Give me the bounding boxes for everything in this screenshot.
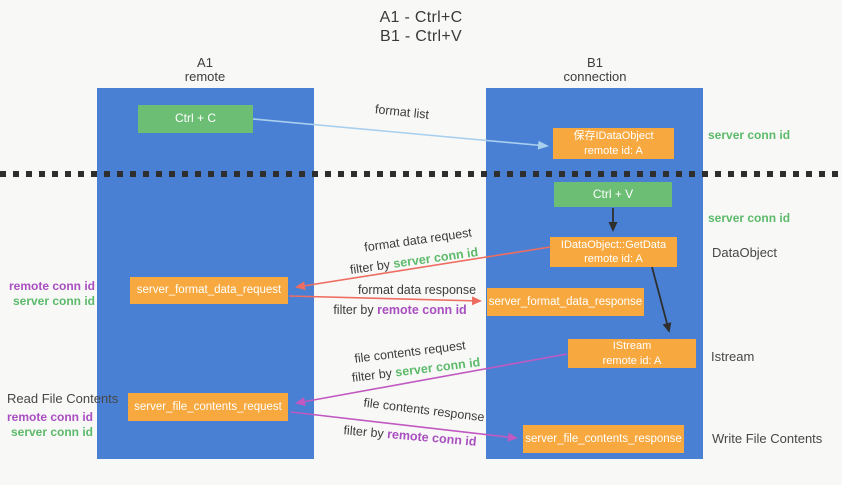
separator-dotted-line <box>0 171 842 177</box>
node-save-idataobject-line2: remote id: A <box>584 144 643 157</box>
arrow-label-file-contents-response: file contents response <box>362 395 486 425</box>
label-istream: Istream <box>711 349 755 364</box>
label-conn-ids-left-top: remote conn id server conn id <box>9 279 95 308</box>
node-save-idataobject: 保存IDataObject remote id: A <box>553 128 674 159</box>
node-server-file-contents-request: server_file_contents_request <box>128 393 288 421</box>
node-getdata-line1: IDataObject::GetData <box>560 238 667 251</box>
remote-conn-id-text: remote conn id <box>377 303 467 317</box>
title-line-2: B1 - Ctrl+V <box>380 28 462 45</box>
node-sfdreq-label: server_format_data_request <box>136 284 282 297</box>
filter-by-text: filter by <box>351 365 397 385</box>
label-server-conn-id-mid-right: server conn id <box>708 211 791 225</box>
arrow-label-format-list: format list <box>374 102 430 122</box>
node-ctrl-v: Ctrl + V <box>554 182 672 207</box>
label-conn-ids-left-bottom: remote conn id server conn id <box>7 410 93 439</box>
node-istream: IStream remote id: A <box>568 339 696 368</box>
server-conn-id-text: server conn id <box>392 245 479 271</box>
node-sfcreq-label: server_file_contents_request <box>134 400 282 413</box>
label-server-conn-id-left-top: server conn id <box>12 293 95 308</box>
node-sfcresp-label: server_file_contents_response <box>525 432 682 445</box>
label-dataobject: DataObject <box>712 245 778 260</box>
label-write-file-contents: Write File Contents <box>712 431 823 446</box>
label-server-conn-id-top-right: server conn id <box>708 128 791 142</box>
arrow-label-filter-format-response: filter by remote conn id <box>333 303 466 317</box>
label-server-conn-id-left-bottom: server conn id <box>10 424 93 439</box>
title-line-1: A1 - Ctrl+C <box>379 9 463 26</box>
column-a1-name: A1 <box>197 55 213 70</box>
label-read-file-contents: Read File Contents <box>7 391 119 406</box>
node-save-idataobject-line1: 保存IDataObject <box>573 130 654 143</box>
node-sfdresp-label: server_format_data_response <box>488 295 643 308</box>
column-header-a1: A1 remote <box>145 56 265 84</box>
diagram-title: A1 - Ctrl+C B1 - Ctrl+V <box>336 8 506 46</box>
node-server-format-data-response: server_format_data_response <box>487 288 644 316</box>
column-header-b1: B1 connection <box>535 56 655 84</box>
node-ctrl-c-label: Ctrl + C <box>174 111 216 126</box>
column-b1-subtitle: connection <box>563 69 627 84</box>
node-istream-line1: IStream <box>612 340 652 353</box>
node-server-format-data-request: server_format_data_request <box>130 277 288 304</box>
column-a1-subtitle: remote <box>184 69 226 84</box>
arrow-label-filter-file-response: filter by remote conn id <box>343 423 477 449</box>
filter-by-text: filter by <box>333 303 378 317</box>
node-ctrl-v-label: Ctrl + V <box>592 186 634 201</box>
filter-by-text: filter by <box>342 423 388 441</box>
column-b1-name: B1 <box>587 55 603 70</box>
arrow-label-format-data-response: format data response <box>357 283 477 297</box>
label-remote-conn-id-left-bottom: remote conn id <box>6 410 93 424</box>
node-ctrl-c: Ctrl + C <box>138 105 253 133</box>
node-istream-line2: remote id: A <box>602 354 662 367</box>
node-getdata-line2: remote id: A <box>584 253 643 265</box>
label-remote-conn-id-left-top: remote conn id <box>8 279 95 293</box>
node-server-file-contents-response: server_file_contents_response <box>523 425 684 453</box>
node-idataobject-getdata: IDataObject::GetData remote id: A <box>550 237 677 267</box>
remote-conn-id-text: remote conn id <box>386 427 478 449</box>
filter-by-text: filter by <box>349 256 395 277</box>
